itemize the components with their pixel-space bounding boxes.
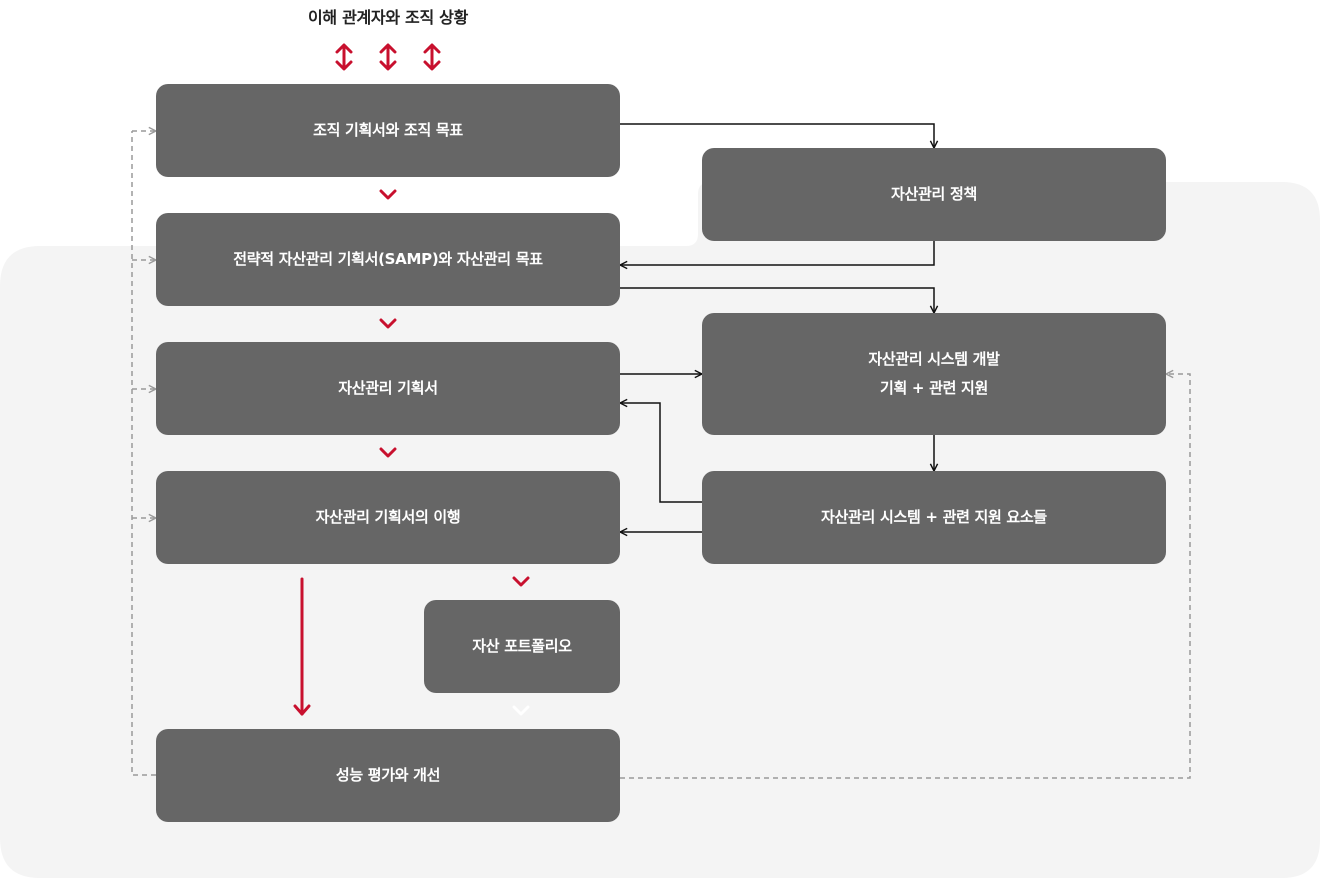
am-plan-label: 자산관리 기획서 bbox=[338, 379, 438, 397]
org-plan-box: 조직 기획서와 조직 목표 bbox=[156, 84, 620, 177]
evaluation-label: 성능 평가와 개선 bbox=[335, 766, 441, 784]
policy-label: 자산관리 정책 bbox=[891, 185, 977, 203]
samp-box: 전략적 자산관리 기획서(SAMP)와 자산관리 목표 bbox=[156, 213, 620, 306]
feedback-loop-left bbox=[131, 131, 156, 776]
connector-org-to-policy bbox=[620, 123, 934, 148]
system-elements-box: 자산관리 시스템 + 관련 지원 요소들 bbox=[702, 471, 1166, 564]
system-dev-label-line1: 자산관리 시스템 개발 bbox=[868, 350, 1000, 368]
policy-box: 자산관리 정책 bbox=[702, 148, 1166, 241]
connector-samp-to-system-dev bbox=[620, 287, 934, 313]
portfolio-box: 자산 포트폴리오 bbox=[424, 600, 620, 693]
context-label: 이해 관계자와 조직 상황 bbox=[307, 8, 468, 27]
double-arrow-icon bbox=[335, 43, 353, 71]
double-arrow-icon bbox=[379, 43, 397, 71]
portfolio-label: 자산 포트폴리오 bbox=[472, 637, 572, 655]
feedback-loop-right bbox=[620, 374, 1191, 779]
org-plan-label: 조직 기획서와 조직 목표 bbox=[313, 121, 463, 139]
implementation-box: 자산관리 기획서의 이행 bbox=[156, 471, 620, 564]
chevron-down-icon bbox=[379, 447, 397, 458]
double-arrow-icon bbox=[423, 43, 441, 71]
evaluation-box: 성능 평가와 개선 bbox=[156, 729, 620, 822]
arrow-down-icon bbox=[293, 577, 311, 716]
system-dev-box: 자산관리 시스템 개발 기획 + 관련 지원 bbox=[702, 313, 1166, 435]
chevron-down-icon bbox=[512, 576, 530, 587]
samp-label: 전략적 자산관리 기획서(SAMP)와 자산관리 목표 bbox=[233, 250, 543, 268]
connector-elements-to-plan bbox=[620, 403, 702, 503]
system-elements-label: 자산관리 시스템 + 관련 지원 요소들 bbox=[821, 508, 1047, 526]
chevron-down-icon bbox=[379, 189, 397, 200]
am-plan-box: 자산관리 기획서 bbox=[156, 342, 620, 435]
connector-policy-to-samp bbox=[620, 241, 935, 265]
chevron-down-icon bbox=[379, 318, 397, 329]
implementation-label: 자산관리 기획서의 이행 bbox=[315, 508, 461, 526]
system-dev-label-line2: 기획 + 관련 지원 bbox=[879, 379, 989, 397]
chevron-down-icon bbox=[512, 705, 530, 716]
